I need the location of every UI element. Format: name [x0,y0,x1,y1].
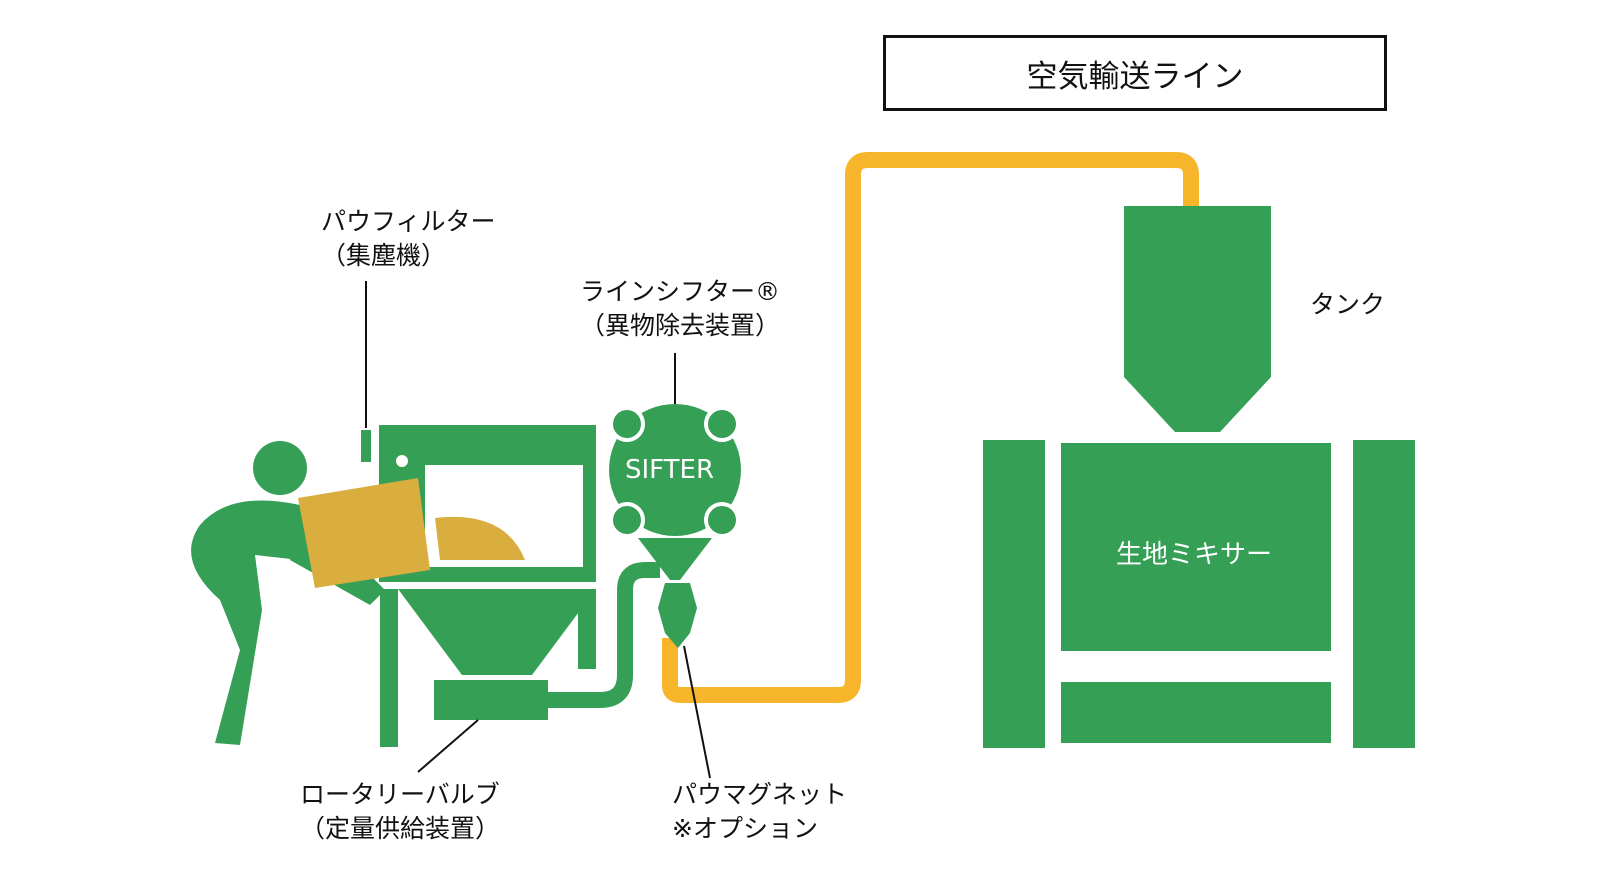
pow-filter-label: パウフィルター （集塵機） [321,205,496,273]
title-text: 空気輸送ライン [1026,58,1244,95]
line-sifter-label-line2: （異物除去装置） [580,311,781,340]
stand-leg-right [578,589,596,669]
leader-pow-magnet [683,645,711,779]
rotary-valve-label: ロータリーバルブ （定量供給装置） [300,778,500,846]
mixer-side-left [983,440,1045,748]
leader-rotary-valve [417,719,479,773]
powder-pile [435,516,525,560]
hopper [398,589,596,675]
pow-filter-dot [396,455,408,467]
line-sifter [609,404,741,580]
rotary-valve [434,680,548,720]
pow-filter-label-line1: パウフィルター [321,207,496,236]
pow-magnet-label: パウマグネット ※オプション [672,778,847,846]
powder-box-icon [298,478,430,588]
line-sifter-label: ラインシフター® （異物除去装置） [580,275,780,343]
mixer-body [1061,443,1331,651]
worker-icon [191,441,385,745]
sifter-text: SIFTER [625,455,715,485]
line-sifter-label-line1: ラインシフター® [580,277,781,306]
feed-pipe [545,562,660,708]
mixer-base [1061,682,1331,743]
mixer-text: 生地ミキサー [1116,540,1273,570]
rotary-valve-label-line2: （定量供給装置） [300,814,501,843]
conveying-pipe [662,152,1199,703]
pow-filter-label-line2: （集塵機） [321,241,447,270]
rotary-valve-label-line1: ロータリーバルブ [300,780,500,809]
mixer-side-right [1353,440,1415,748]
pow-filter-nozzle [361,430,371,462]
tank-label: タンク [1310,290,1386,319]
title-box: 空気輸送ライン [883,35,1387,111]
tank [1124,206,1271,432]
pow-magnet-label-line1: パウマグネット [672,780,848,809]
stand-leg-left [380,589,398,747]
pow-magnet [658,583,697,648]
pow-magnet-label-line2: ※オプション [672,814,818,843]
